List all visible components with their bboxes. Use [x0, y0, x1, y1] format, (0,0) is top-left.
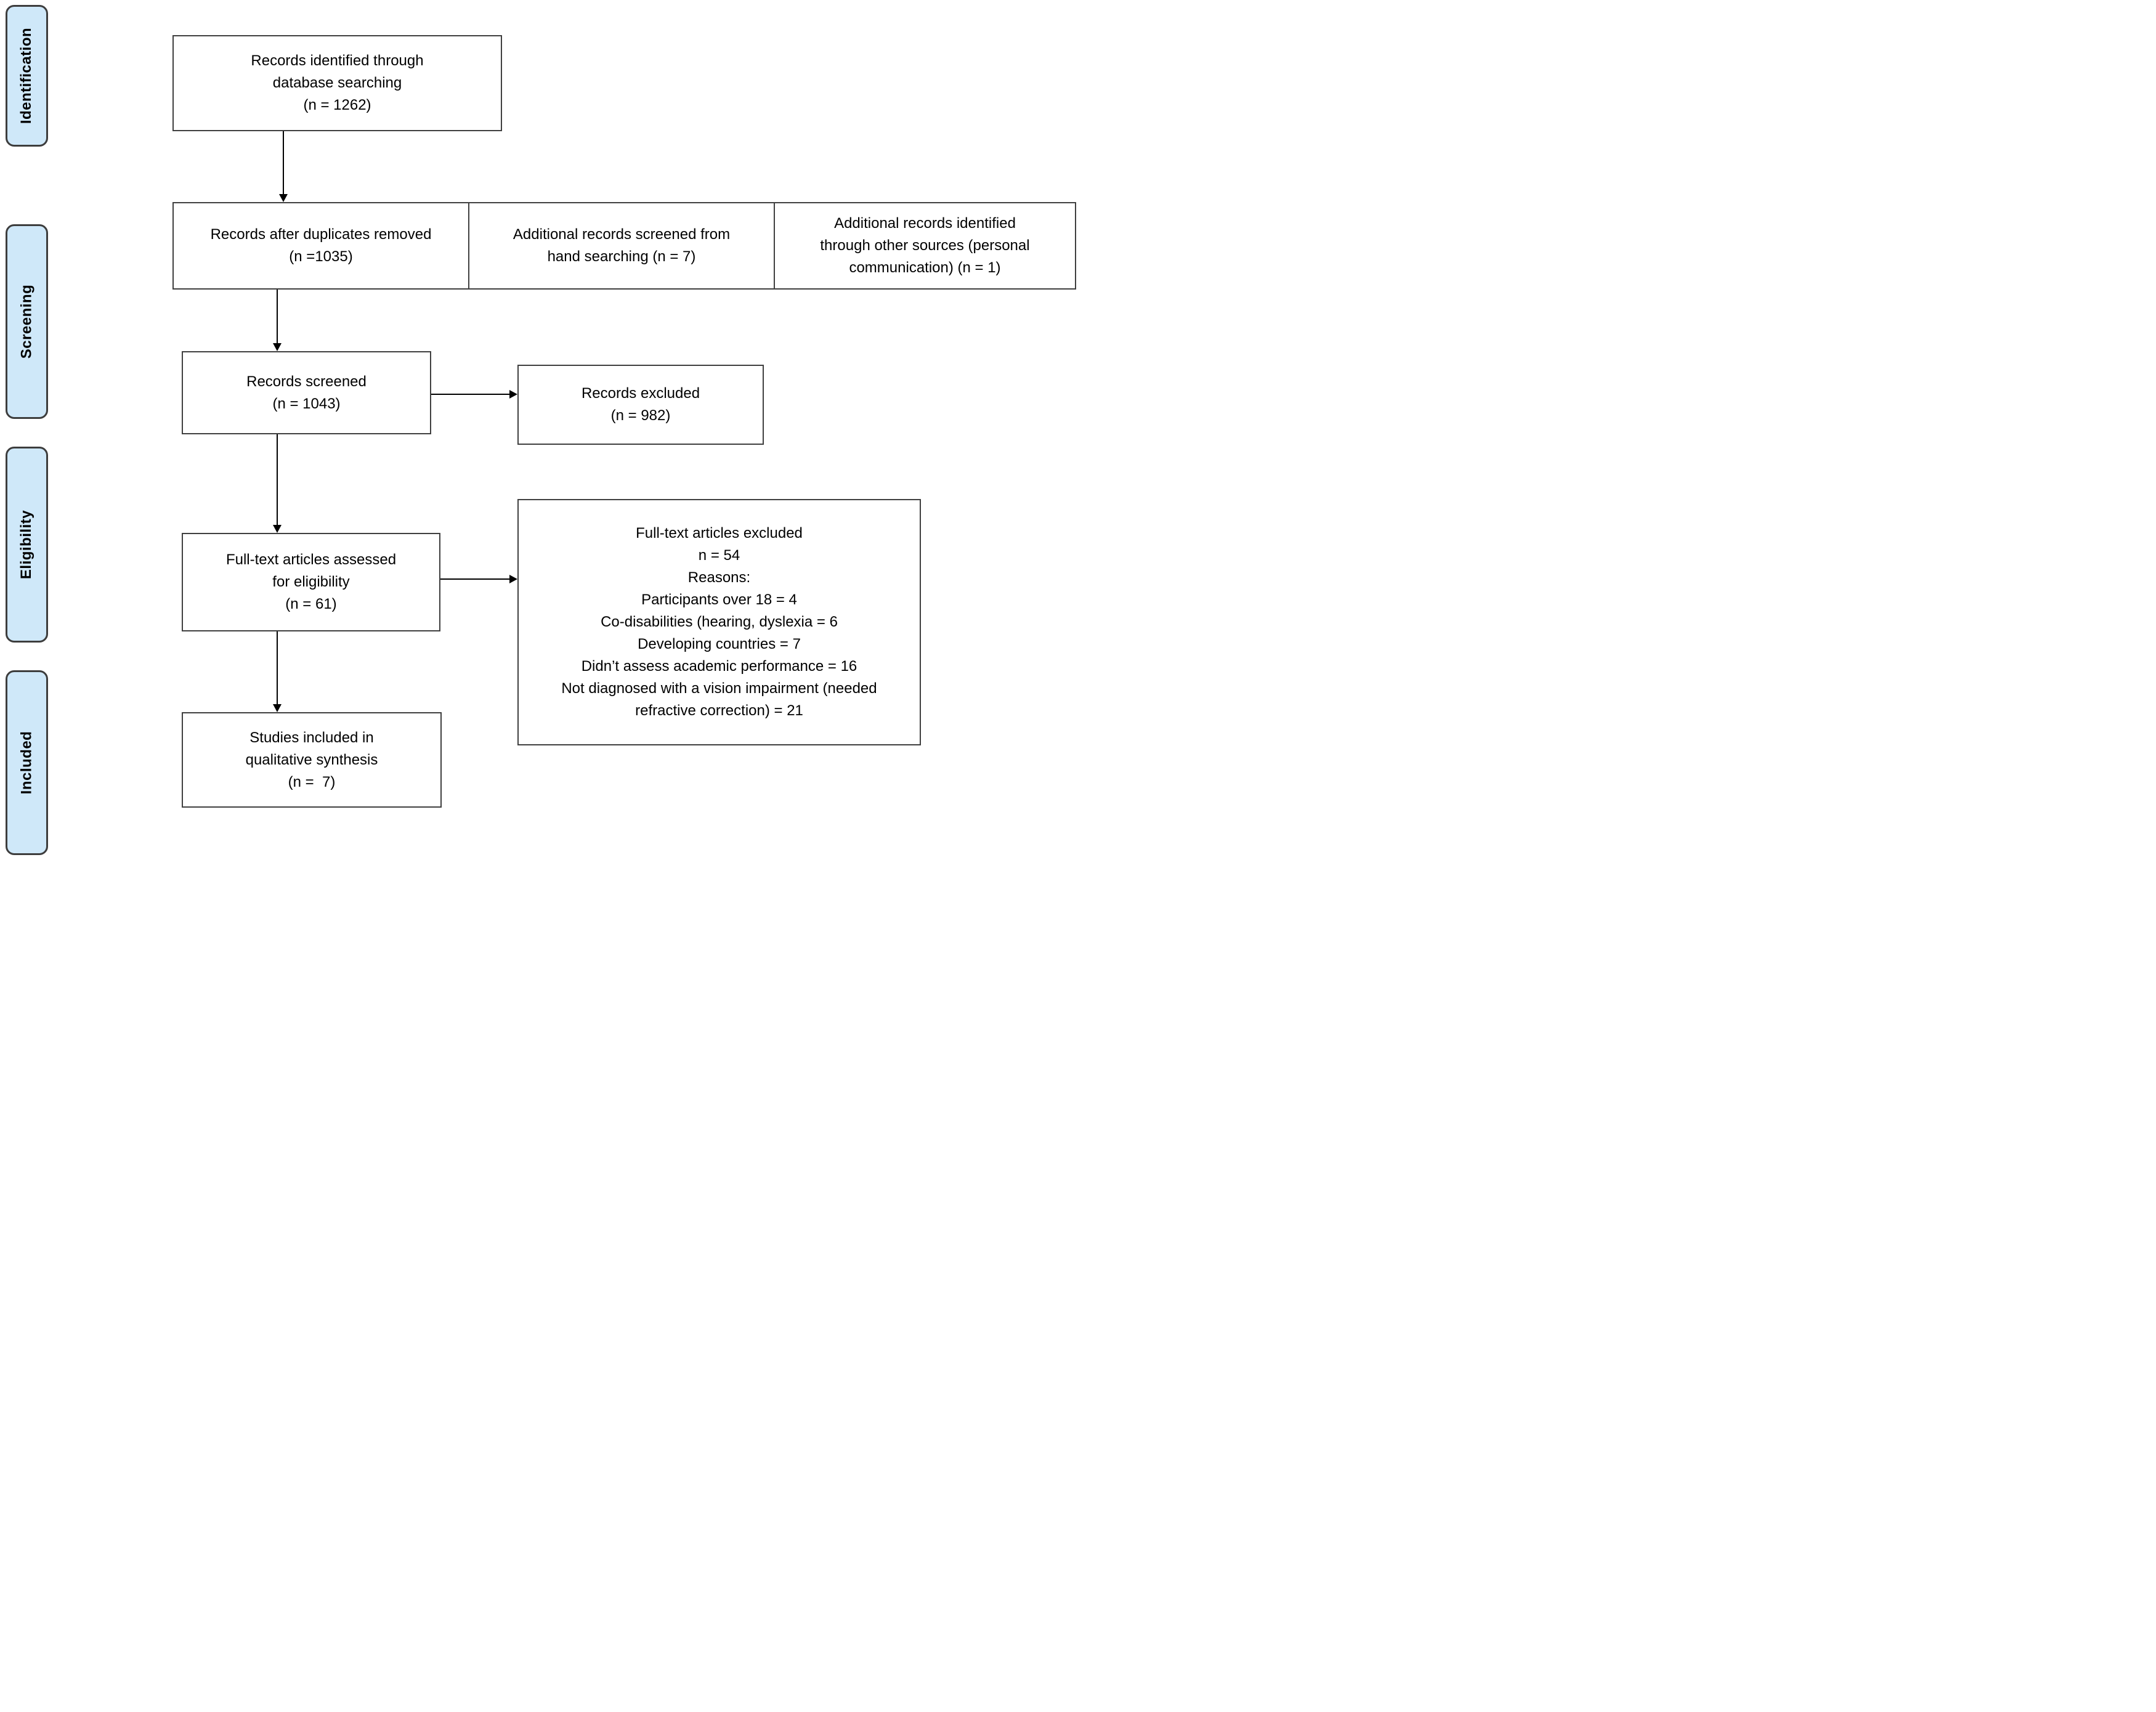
- stage-included-label: Included: [18, 731, 35, 795]
- box-line: Additional records identified: [834, 215, 1016, 232]
- box-records-screened: Records screened (n = 1043): [182, 351, 431, 434]
- box-line: Co-disabilities (hearing, dyslexia = 6: [601, 614, 838, 630]
- box-line: through other sources (personal: [820, 237, 1030, 254]
- box-line: Developing countries = 7: [638, 636, 801, 652]
- box-records-excluded: Records excluded (n = 982): [517, 365, 764, 445]
- box-line: Records identified through: [251, 52, 424, 69]
- box-line: (n = 61): [285, 596, 337, 612]
- box-line: Full-text articles excluded: [636, 525, 803, 542]
- box-fulltext-assessed: Full-text articles assessed for eligibil…: [182, 533, 440, 631]
- box-duplicates-removed: Records after duplicates removed (n =103…: [172, 202, 469, 290]
- box-line: (n = 1043): [272, 395, 341, 412]
- box-hand-searching: Additional records screened from hand se…: [468, 202, 775, 290]
- box-qualitative-included: Studies included in qualitative synthesi…: [182, 712, 442, 808]
- box-line: refractive correction) = 21: [635, 702, 803, 719]
- box-line: Reasons:: [687, 569, 751, 586]
- box-line: (n = 7): [288, 773, 336, 790]
- box-line: Records screened: [246, 373, 367, 390]
- box-line: n = 54: [698, 547, 740, 564]
- stage-included: Included: [6, 670, 48, 855]
- box-line: Additional records screened from: [513, 226, 731, 243]
- stage-screening: Screening: [6, 224, 48, 419]
- box-line: Records after duplicates removed: [210, 226, 432, 243]
- box-line: Participants over 18 = 4: [641, 591, 797, 608]
- stage-screening-label: Screening: [18, 284, 35, 359]
- arrow-down-duplicates-to-screened: [273, 290, 282, 351]
- box-line: Studies included in: [249, 729, 374, 746]
- box-line: qualitative synthesis: [245, 751, 378, 768]
- box-line: communication) (n = 1): [849, 259, 1001, 276]
- box-line: Records excluded: [581, 385, 700, 402]
- box-line: database searching: [272, 75, 402, 91]
- box-records-identified: Records identified through database sear…: [172, 35, 502, 131]
- arrow-right-fulltext-to-excluded: [440, 575, 517, 583]
- box-line: Didn’t assess academic performance = 16: [581, 658, 857, 675]
- arrow-down-screened-to-fulltext: [273, 434, 282, 533]
- arrow-right-screened-to-excluded: [431, 390, 517, 399]
- box-line: for eligibility: [272, 574, 350, 590]
- stage-eligibility: Eligibility: [6, 447, 48, 643]
- arrow-down-fulltext-to-included: [273, 631, 282, 712]
- box-line: hand searching (n = 7): [547, 248, 696, 265]
- stage-eligibility-label: Eligibility: [18, 509, 35, 580]
- box-other-sources: Additional records identified through ot…: [774, 202, 1076, 290]
- box-line: (n = 1262): [303, 97, 371, 113]
- stage-identification-label: Identification: [18, 27, 35, 124]
- box-line: Full-text articles assessed: [225, 551, 397, 568]
- box-fulltext-excluded: Full-text articles excluded n = 54 Reaso…: [517, 499, 921, 745]
- box-line: (n =1035): [289, 248, 353, 265]
- prisma-flow-diagram: Identification Screening Eligibility Inc…: [0, 0, 1078, 856]
- arrow-down-identified-to-duplicates: [279, 131, 288, 202]
- box-line: Not diagnosed with a vision impairment (…: [561, 680, 877, 697]
- box-line: (n = 982): [610, 407, 671, 424]
- stage-identification: Identification: [6, 5, 48, 147]
